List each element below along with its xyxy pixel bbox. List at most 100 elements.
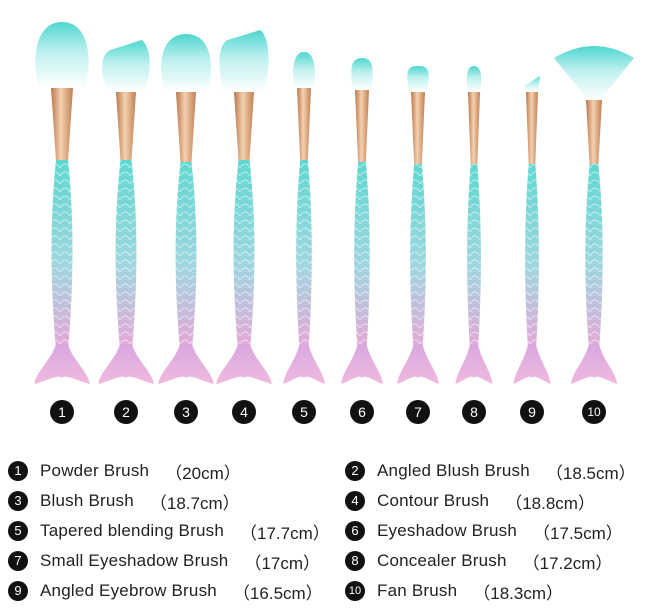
brush-number-badge: 2 [114,400,138,424]
legend-brush-size: （17.7cm） [239,523,330,543]
legend-brush-name: Angled Blush Brush [377,461,530,480]
legend-item: 7 Small Eyeshadow Brush （17cm） [8,548,320,574]
brush-ferrule [586,100,602,164]
brush-bristles [407,66,429,92]
brush-mermaid-tail [341,344,383,384]
brush-number-badge: 8 [462,400,486,424]
brush-mermaid-tail [98,344,154,384]
brush-ferrule [411,92,425,164]
brush-4 [216,30,272,384]
brush-ferrule [297,88,311,160]
brush-scale-pattern [51,160,73,350]
brush-ferrule [234,92,254,160]
legend-item: 4 Contour Brush （18.8cm） [345,488,595,514]
brush-8 [455,66,493,384]
brush-mermaid-tail [570,344,618,384]
brush-bristles [351,58,373,90]
brush-mermaid-tail [34,344,90,384]
brush-2 [98,40,154,384]
brush-6 [341,58,383,384]
brush-scale-pattern [233,160,255,350]
legend-item: 5 Tapered blending Brush （17.7cm） [8,518,330,544]
legend-brush-name: Angled Eyebrow Brush [40,581,217,600]
brush-ferrule [176,92,196,162]
brush-bristles [466,66,482,92]
legend-brush-name: Concealer Brush [377,551,507,570]
legend-item: 9 Angled Eyebrow Brush （16.5cm） [8,578,323,604]
brush-ferrule [355,90,369,162]
brush-mermaid-tail [513,344,551,384]
legend-brush-name: Contour Brush [377,491,490,510]
legend-number-badge: 2 [345,461,365,481]
brush-scale-pattern [296,160,312,350]
brush-ferrule [116,92,136,160]
brush-scale-pattern [410,164,426,350]
brush-bristles [161,34,211,92]
brush-mermaid-tail [397,344,439,384]
legend-item: 1 Powder Brush （20cm） [8,458,241,484]
brush-1 [34,22,90,384]
legend-brush-size: （17.5cm） [533,523,623,543]
legend-number-badge: 7 [8,551,28,571]
legend-brush-size: （16.5cm） [232,583,323,603]
brush-number-badge: 3 [174,400,198,424]
brush-ferrule [526,92,538,164]
legend-number-badge: 1 [8,461,28,481]
brush-scale-pattern [175,162,197,350]
brush-legend: 1 Powder Brush （20cm） 2 Angled Blush Brush （1… [8,458,654,608]
legend-number-badge: 8 [345,551,365,571]
brush-scale-pattern [525,164,539,350]
brush-10 [554,46,634,384]
brush-ferrule [51,88,73,160]
brush-7 [397,66,439,384]
legend-item: 8 Concealer Brush （17.2cm） [345,548,612,574]
brush-5 [283,52,325,384]
brush-number-badge: 7 [406,400,430,424]
legend-brush-size: （18.8cm） [505,493,595,513]
brush-bristles [293,52,315,88]
brush-number-badge: 6 [350,400,374,424]
brush-number-badge: 9 [520,400,544,424]
legend-item: 2 Angled Blush Brush （18.5cm） [345,458,636,484]
legend-brush-name: Fan Brush [377,581,458,600]
brush-3 [158,34,214,384]
legend-brush-size: （20cm） [165,463,241,483]
brush-scale-pattern [467,164,481,350]
legend-brush-size: （18.7cm） [149,493,240,513]
legend-brush-name: Small Eyeshadow Brush [40,551,229,570]
legend-item: 3 Blush Brush （18.7cm） [8,488,240,514]
legend-brush-size: （17.2cm） [522,553,613,573]
brush-mermaid-tail [158,344,214,384]
legend-brush-name: Eyeshadow Brush [377,521,518,540]
mermaid-brush-set-illustration [34,22,634,384]
legend-number-badge: 3 [8,491,28,511]
brush-number-badge: 1 [50,400,74,424]
brush-mermaid-tail [455,344,493,384]
legend-item: 6 Eyeshadow Brush （17.5cm） [345,518,623,544]
legend-item: 10 Fan Brush （18.3cm） [345,578,563,604]
legend-number-badge: 4 [345,491,365,511]
legend-brush-size: （17cm） [244,553,321,573]
legend-number-badge: 5 [8,521,28,541]
legend-number-badge: 10 [345,581,365,601]
legend-brush-size: （18.5cm） [545,463,636,483]
brush-bristles [35,22,89,88]
brush-mermaid-tail [216,344,272,384]
brush-scale-pattern [115,160,137,350]
brush-bristles [554,46,634,100]
legend-brush-name: Tapered blending Brush [40,521,224,540]
brush-bristles [219,30,269,92]
brush-bristles [102,40,150,92]
legend-brush-name: Powder Brush [40,461,150,480]
legend-number-badge: 6 [345,521,365,541]
brush-number-badge: 10 [582,400,606,424]
brush-ferrule [468,92,480,164]
legend-number-badge: 9 [8,581,28,601]
brush-9 [513,76,551,384]
brush-mermaid-tail [283,344,325,384]
brush-bristles [524,76,540,92]
brush-scale-pattern [354,162,370,350]
legend-brush-size: （18.3cm） [473,583,563,603]
brush-number-badge: 5 [292,400,316,424]
legend-brush-name: Blush Brush [40,491,134,510]
